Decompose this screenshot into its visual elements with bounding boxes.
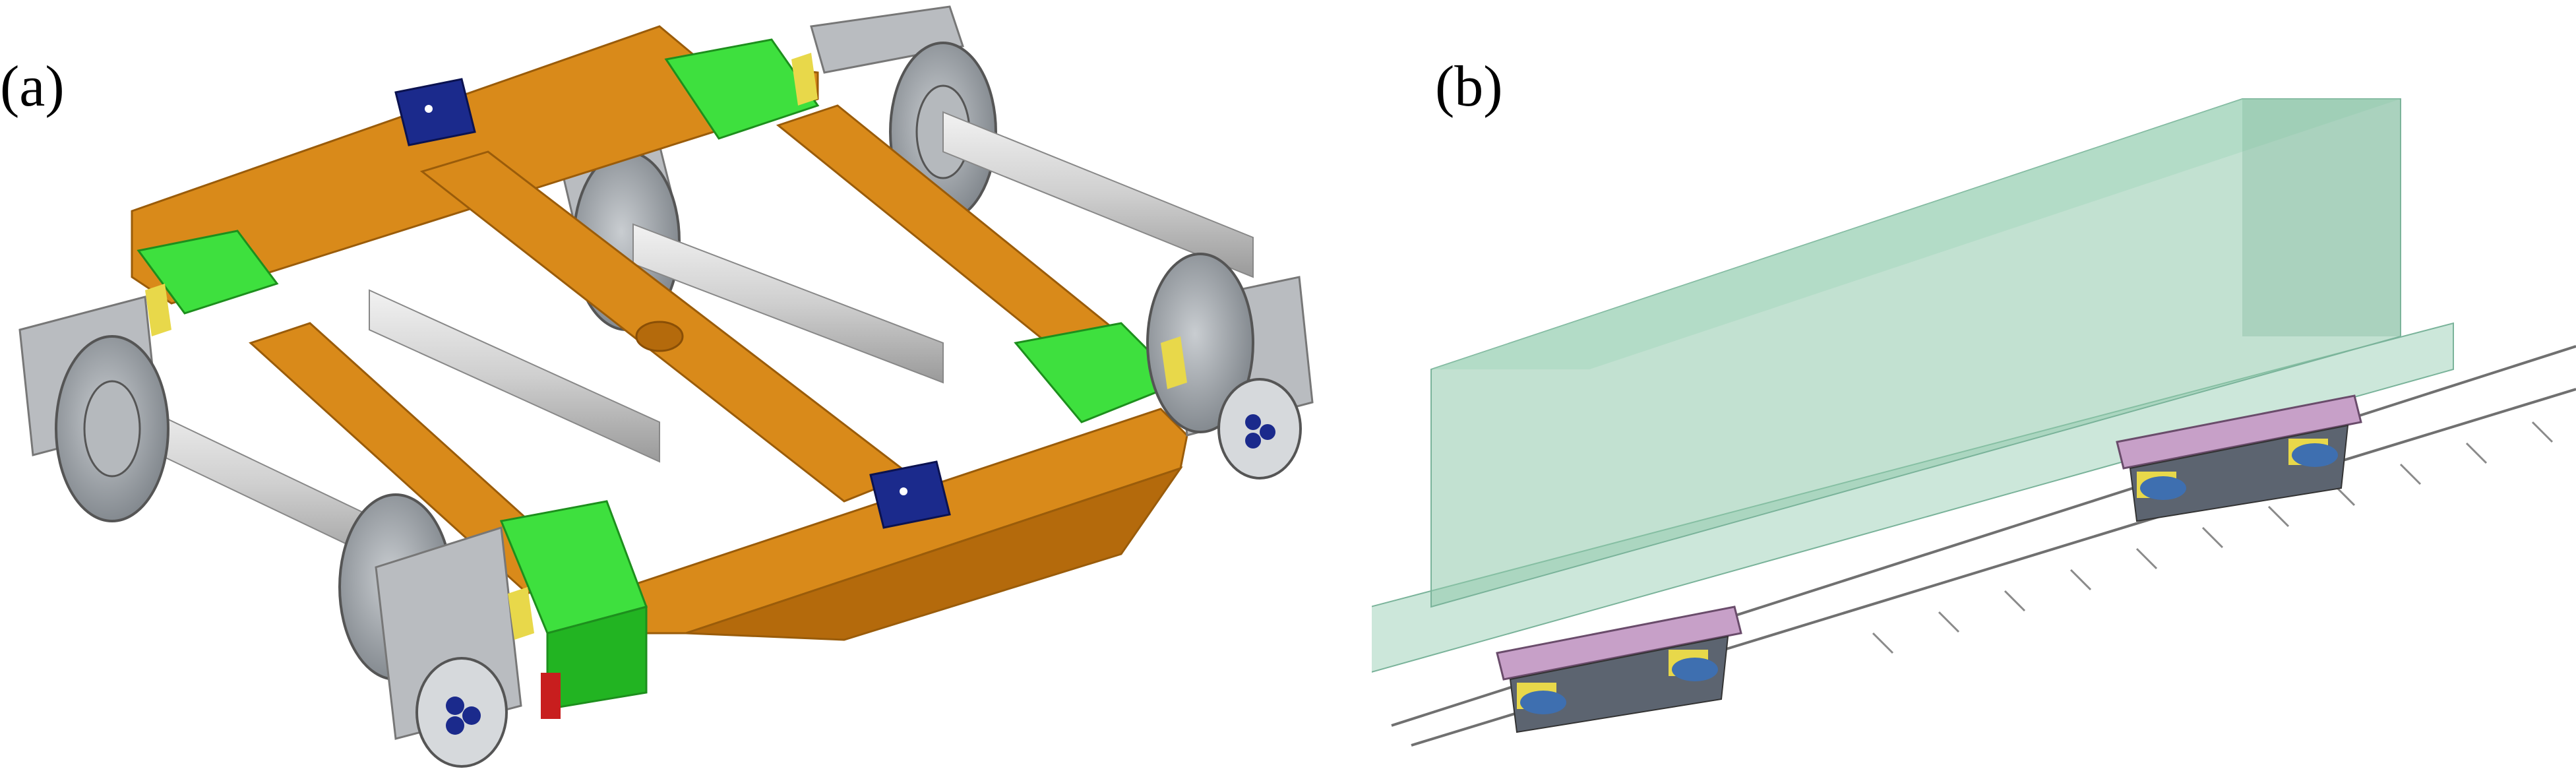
vehicle-on-track-illustration (1372, 98, 2576, 747)
wheel-front-left (55, 335, 169, 522)
axle-box-front-left (415, 657, 508, 768)
sensor-box-front (869, 460, 951, 529)
wheel-front-right (1146, 253, 1254, 433)
panel-b-vehicle-on-track: (b) (1372, 0, 2576, 775)
bogie-frame (131, 25, 1188, 641)
axle-back (632, 111, 1254, 384)
green-pad-back-right (664, 38, 820, 140)
yellow-spring-elements (145, 53, 1187, 640)
car-body-box (1372, 98, 2454, 673)
axle-box-front-right (1217, 378, 1302, 480)
panel-a-bogie-model: (a) (0, 5, 1314, 768)
bogie-rear (2116, 394, 2362, 522)
sensor-box-back (394, 78, 476, 146)
panel-label-b: (b) (1435, 55, 1503, 119)
panel-label-a: (a) (0, 55, 65, 119)
green-pad-back-left (137, 230, 279, 315)
bogie-3d-illustration (18, 5, 1314, 768)
axle-front (118, 289, 660, 575)
bogie-front (1496, 605, 1742, 733)
green-pad-front-left (499, 500, 648, 719)
